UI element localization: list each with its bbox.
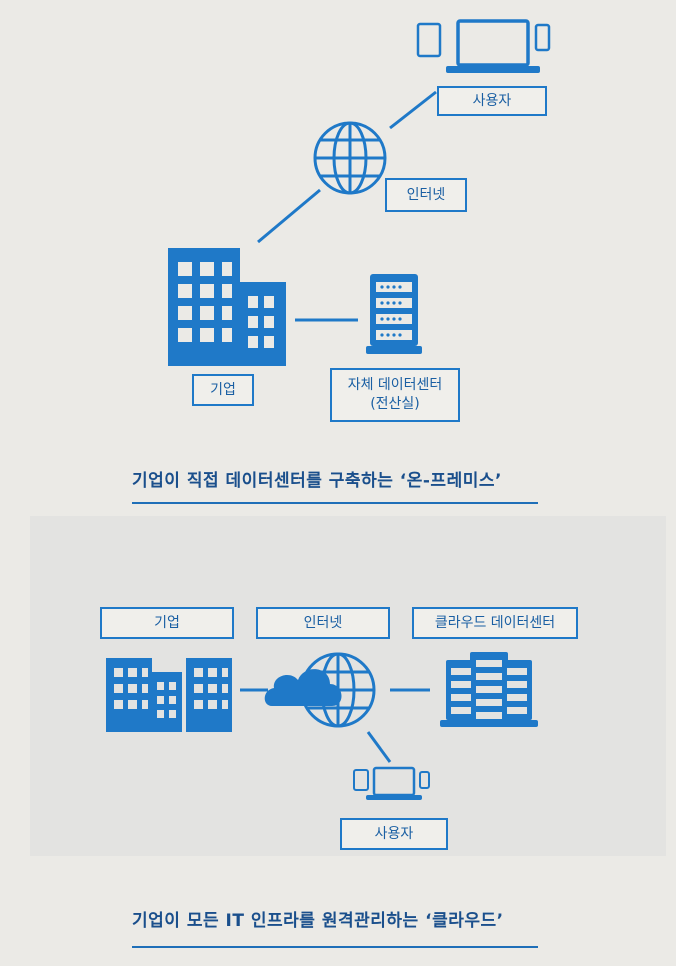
building-icon bbox=[106, 658, 232, 732]
cloud-caption: 기업이 모든 IT 인프라를 원격관리하는 ‘클라우드’ bbox=[132, 911, 504, 931]
cloud-datacenter-label: 클라우드 데이터센터 bbox=[412, 607, 578, 639]
phone-icon bbox=[419, 771, 430, 789]
laptop-icon bbox=[366, 766, 422, 800]
company-label: 기업 bbox=[192, 374, 254, 406]
connector-internet-company bbox=[257, 188, 321, 244]
cloud-internet-label: 인터넷 bbox=[256, 607, 390, 639]
user-label: 사용자 bbox=[437, 86, 547, 116]
datacenter-label: 자체 데이터센터 (전산실) bbox=[330, 368, 460, 422]
building-icon bbox=[168, 248, 286, 366]
globe-icon bbox=[313, 121, 387, 195]
internet-label: 인터넷 bbox=[385, 178, 467, 212]
server-icon bbox=[366, 274, 422, 354]
cloud-company-label: 기업 bbox=[100, 607, 234, 639]
phone-icon bbox=[534, 23, 551, 52]
server-icon bbox=[440, 652, 538, 727]
datacenter-label-line1: 자체 데이터센터 bbox=[347, 377, 443, 394]
cloud-user-label: 사용자 bbox=[340, 818, 448, 850]
connector-cloud-user bbox=[366, 731, 392, 763]
on-premise-caption: 기업이 직접 데이터센터를 구축하는 ‘온-프레미스’ bbox=[132, 471, 502, 491]
tablet-icon bbox=[416, 22, 442, 58]
cloud-icon bbox=[264, 669, 342, 706]
tablet-icon bbox=[353, 769, 369, 791]
cloud-caption-underline bbox=[132, 946, 538, 948]
connector-user-internet bbox=[389, 90, 437, 130]
datacenter-label-line2: (전산실) bbox=[370, 396, 420, 412]
on-premise-caption-underline bbox=[132, 502, 538, 504]
laptop-icon bbox=[446, 19, 540, 73]
